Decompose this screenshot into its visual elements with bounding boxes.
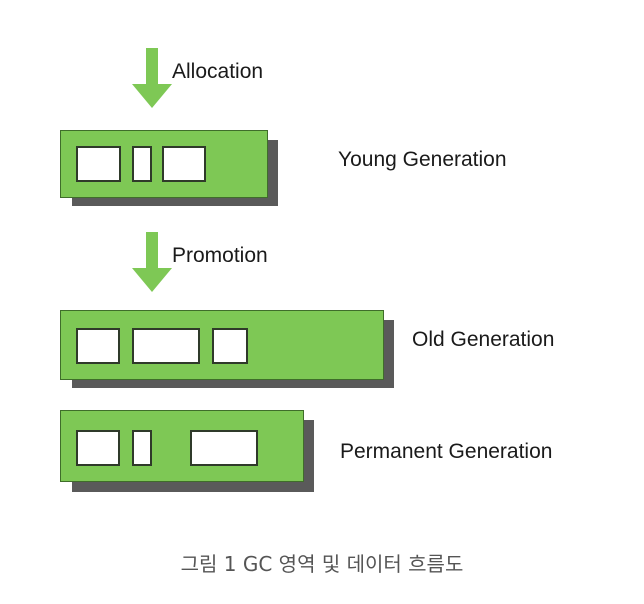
perm-space: [76, 430, 120, 466]
survivor-space: [132, 146, 152, 182]
permanent-generation-label: Permanent Generation: [340, 440, 553, 463]
promotion-label: Promotion: [172, 244, 268, 267]
figure-caption: 그림 1 GC 영역 및 데이터 흐름도: [180, 552, 464, 576]
allocation-arrow-icon: [132, 48, 172, 110]
perm-space: [132, 430, 152, 466]
old-space: [212, 328, 248, 364]
promotion-arrow-icon: [132, 232, 172, 294]
permanent-generation-block: [60, 410, 314, 492]
young-generation-block: [60, 130, 282, 208]
eden-space: [76, 146, 121, 182]
old-space: [132, 328, 200, 364]
perm-space: [190, 430, 258, 466]
young-generation-label: Young Generation: [338, 148, 507, 171]
old-generation-label: Old Generation: [412, 328, 555, 351]
old-space: [76, 328, 120, 364]
old-generation-block: [60, 310, 394, 390]
allocation-label: Allocation: [172, 60, 264, 83]
survivor-space: [162, 146, 206, 182]
